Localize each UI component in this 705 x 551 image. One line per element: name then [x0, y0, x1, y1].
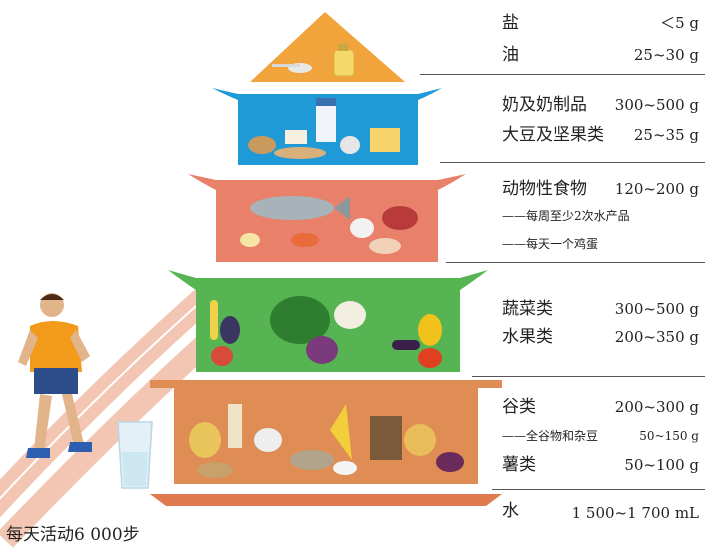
dairy-soy-tier — [212, 88, 442, 165]
soy-nut-amount: 25~35 g — [633, 126, 699, 144]
egg-note: ——每天一个鸡蛋 — [502, 237, 599, 251]
oil-amount: 25~30 g — [633, 46, 699, 64]
grain-label: 谷类 — [502, 397, 536, 417]
aquatic-note: ——每周至少2次水产品 — [502, 209, 630, 223]
divider-animal — [446, 262, 705, 263]
salt-amount: ＜5 g — [660, 14, 699, 32]
runner-figure — [18, 293, 92, 458]
tuber-label: 薯类 — [502, 455, 536, 475]
salt-label: 盐 — [502, 13, 519, 33]
soy-nut-label: 大豆及坚果类 — [502, 125, 604, 145]
divider-grain — [492, 489, 705, 490]
divider-dairy — [440, 162, 705, 163]
whole-grain-amount: 50~150 g — [639, 429, 699, 443]
divider-veg-fruit — [472, 376, 705, 377]
grain-amount: 200~300 g — [614, 398, 699, 416]
whole-grain-note: ——全谷物和杂豆 — [502, 429, 599, 443]
oil-label: 油 — [502, 45, 519, 65]
running-track — [0, 288, 223, 548]
activity-caption: 每天活动6 000步 — [6, 525, 140, 545]
divider-salt-oil — [420, 74, 705, 75]
water-amount: 1 500~1 700 mL — [571, 504, 699, 522]
water-label: 水 — [502, 501, 519, 521]
vegetable-amount: 300~500 g — [614, 300, 699, 318]
fruit-label: 水果类 — [502, 327, 553, 347]
grain-tier — [150, 380, 502, 484]
water-base — [150, 494, 502, 506]
animal-food-amount: 120~200 g — [614, 180, 699, 198]
vegetable-label: 蔬菜类 — [502, 299, 553, 319]
animal-food-tier — [188, 174, 466, 262]
water-glass — [117, 421, 153, 489]
salt-oil-tier — [250, 12, 405, 82]
dairy-amount: 300~500 g — [614, 96, 699, 114]
tuber-amount: 50~100 g — [624, 456, 699, 474]
fruit-amount: 200~350 g — [614, 328, 699, 346]
animal-food-label: 动物性食物 — [502, 179, 587, 199]
dairy-label: 奶及奶制品 — [502, 95, 587, 115]
vegetable-fruit-tier — [168, 270, 488, 372]
